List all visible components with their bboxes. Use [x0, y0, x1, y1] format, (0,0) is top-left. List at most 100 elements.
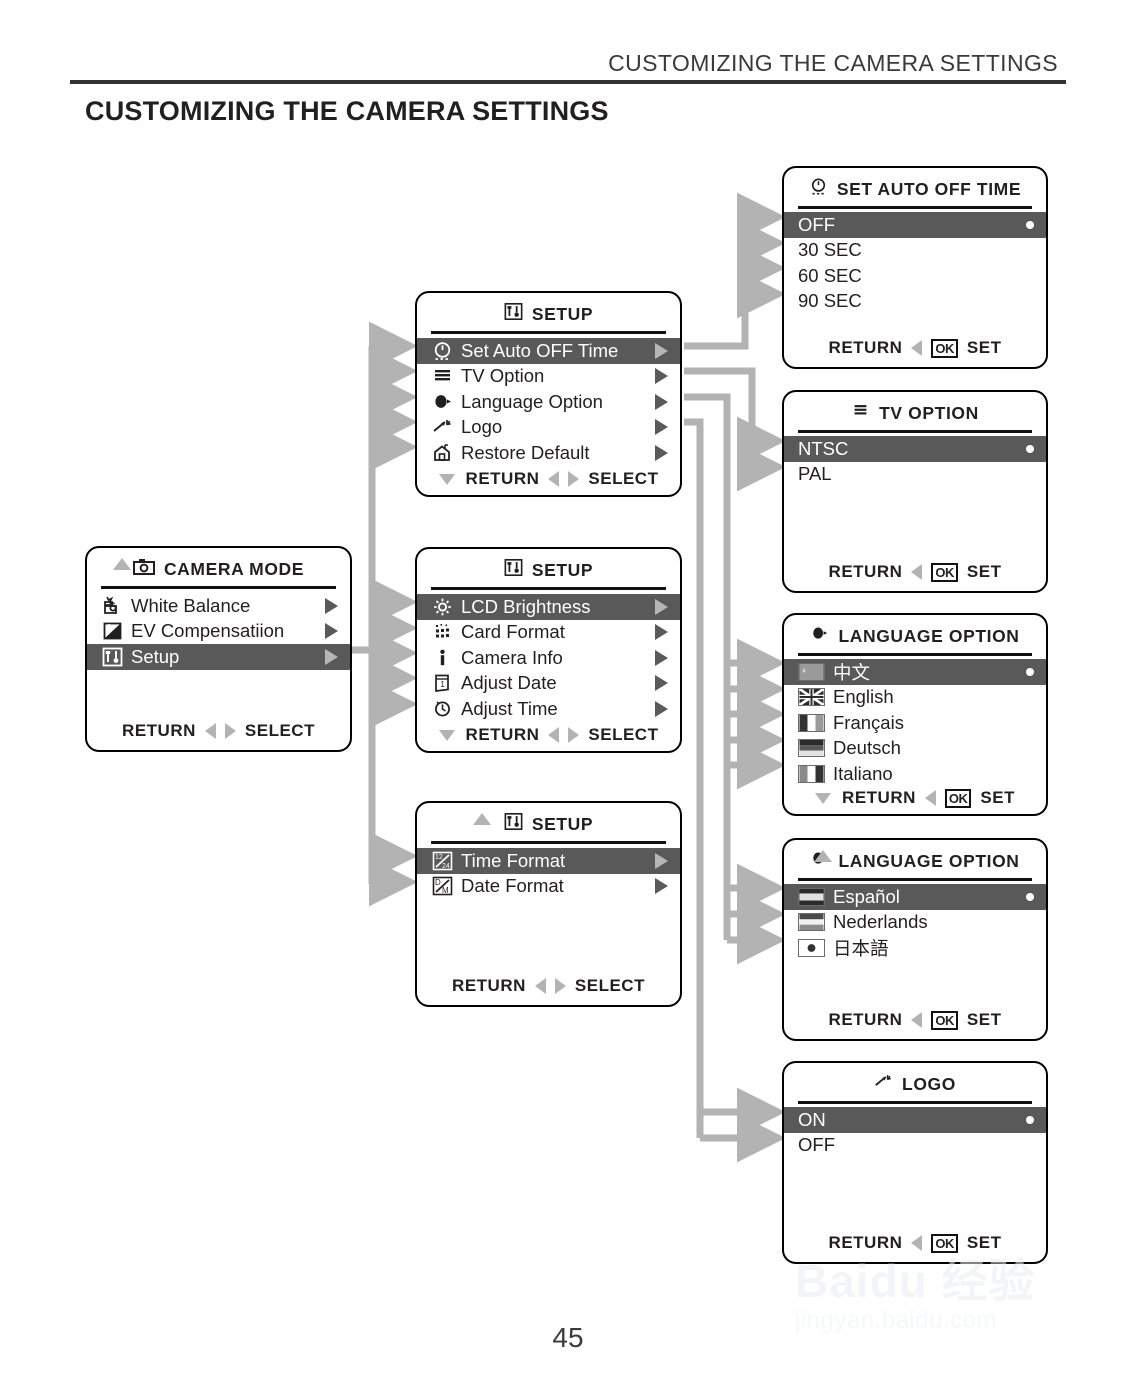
panel-set-auto-off-time[interactable]: SET AUTO OFF TIME OFF 30 SEC 60 SEC 90 S…: [782, 166, 1048, 369]
panel-title-logo: LOGO: [784, 1067, 1046, 1101]
scroll-up-caret-icon: [473, 813, 491, 825]
arrow-right-icon: [568, 471, 580, 487]
menu-row-adjust-date[interactable]: 1 Adjust Date: [417, 671, 680, 697]
arrow-right-icon: [224, 723, 236, 739]
option-row-off[interactable]: OFF: [784, 212, 1046, 238]
option-row-french[interactable]: Français: [784, 710, 1046, 736]
chevron-right-icon: [655, 624, 668, 641]
menu-row-restore-default[interactable]: Restore Default: [417, 440, 680, 466]
footer-return-label: RETURN: [452, 976, 526, 995]
panel-language-option-page2[interactable]: LANGUAGE OPTION Español Nederlands 日本語: [782, 838, 1048, 1041]
svg-text:24: 24: [442, 863, 450, 870]
panel-setup-page2[interactable]: SETUP LCD Brightness: [415, 547, 682, 753]
panel-title-setup3: SETUP: [417, 807, 680, 841]
option-row-italian[interactable]: Italiano: [784, 761, 1046, 787]
option-label: Nederlands: [833, 911, 928, 933]
flag-italy-icon: [798, 764, 833, 783]
chevron-right-icon: [325, 597, 338, 614]
arrow-right-icon: [554, 978, 566, 994]
brightness-sun-icon: [431, 596, 454, 617]
menu-row-logo[interactable]: Logo: [417, 415, 680, 441]
panel-title-camera-mode: CAMERA MODE: [87, 552, 350, 586]
panel-title-setup2: SETUP: [417, 553, 680, 587]
scroll-up-caret-icon: [113, 558, 131, 570]
option-label: ON: [798, 1108, 826, 1130]
option-row-on[interactable]: ON: [784, 1107, 1046, 1133]
clock-auto-off-icon: [431, 340, 454, 361]
option-row-japanese[interactable]: 日本語: [784, 935, 1046, 961]
chevron-right-icon: [325, 623, 338, 640]
footer-select-label: SELECT: [574, 976, 645, 995]
panel-footer-setup1: RETURN SELECT: [417, 469, 680, 489]
menu-row-white-balance[interactable]: White Balance: [87, 593, 350, 619]
menu-row-set-auto-off-time[interactable]: Set Auto OFF Time: [417, 338, 680, 364]
panel-footer-language2: RETURN OK SET: [784, 1010, 1046, 1030]
option-row-chinese[interactable]: 中文: [784, 659, 1046, 685]
option-row-60-sec[interactable]: 60 SEC: [784, 263, 1046, 289]
option-row-ntsc[interactable]: NTSC: [784, 436, 1046, 462]
panel-title-text: SETUP: [531, 559, 594, 580]
menu-row-label: EV Compensatiion: [131, 620, 285, 642]
footer-set-label: SET: [966, 338, 1002, 357]
footer-return-label: RETURN: [828, 562, 903, 581]
panel-logo[interactable]: LOGO ON OFF RETURN OK SET: [782, 1061, 1048, 1264]
panel-setup-page3[interactable]: SETUP 12 24 Time Format D M: [415, 801, 682, 1007]
chevron-right-icon: [655, 878, 668, 895]
menu-row-ev-compensation[interactable]: EV Compensatiion: [87, 619, 350, 645]
option-label: 中文: [833, 661, 871, 683]
panel-footer-auto-off: RETURN OK SET: [784, 338, 1046, 358]
panel-setup-page1[interactable]: SETUP Set Auto OFF Time TV: [415, 291, 682, 497]
title-divider: [798, 1101, 1032, 1104]
menu-row-language-option[interactable]: Language Option: [417, 389, 680, 415]
panel-language-option-page1[interactable]: LANGUAGE OPTION 中文 English: [782, 613, 1048, 816]
date-format-icon: D M: [431, 876, 454, 897]
menu-row-date-format[interactable]: D M Date Format: [417, 874, 680, 900]
menu-row-label: Setup: [131, 645, 180, 667]
chevron-right-icon: [655, 700, 668, 717]
restore-default-icon: [431, 442, 454, 463]
option-label: Français: [833, 711, 904, 733]
arrow-left-icon: [534, 978, 546, 994]
option-row-off[interactable]: OFF: [784, 1133, 1046, 1159]
title-divider: [101, 586, 336, 589]
flag-france-icon: [798, 713, 833, 732]
menu-row-label: Adjust Date: [461, 672, 557, 694]
option-row-dutch[interactable]: Nederlands: [784, 910, 1046, 936]
arrow-left-icon: [911, 340, 923, 356]
menu-row-adjust-time[interactable]: Adjust Time: [417, 696, 680, 722]
panel-title-text: LANGUAGE OPTION: [838, 625, 1020, 646]
svg-text:1: 1: [440, 680, 445, 689]
svg-text:12: 12: [435, 854, 443, 861]
menu-row-time-format[interactable]: 12 24 Time Format: [417, 848, 680, 874]
arrow-left-icon: [548, 727, 560, 743]
menu-row-setup[interactable]: Setup: [87, 644, 350, 670]
panel-camera-mode[interactable]: CAMERA MODE White Balance: [85, 546, 352, 752]
setup-wrench-icon: [504, 812, 523, 836]
arrow-left-icon: [548, 471, 560, 487]
running-header-title: CUSTOMIZING THE CAMERA SETTINGS: [608, 50, 1058, 76]
menu-row-camera-info[interactable]: Camera Info: [417, 645, 680, 671]
chevron-right-icon: [325, 648, 338, 665]
menu-row-label: Language Option: [461, 390, 603, 412]
page-title: CUSTOMIZING THE CAMERA SETTINGS: [85, 96, 609, 126]
panel-title-text: SETUP: [531, 303, 594, 324]
panel-tv-option[interactable]: TV OPTION NTSC PAL RETURN OK SET: [782, 390, 1048, 593]
selected-indicator-dot: [1026, 892, 1034, 901]
arrow-right-icon: [568, 727, 580, 743]
option-row-german[interactable]: Deutsch: [784, 736, 1046, 762]
menu-row-lcd-brightness[interactable]: LCD Brightness: [417, 594, 680, 620]
flag-china-icon: [798, 662, 833, 681]
menu-row-tv-option[interactable]: TV Option: [417, 364, 680, 390]
option-row-spanish[interactable]: Español: [784, 884, 1046, 910]
chevron-right-icon: [655, 444, 668, 461]
option-row-90-sec[interactable]: 90 SEC: [784, 289, 1046, 315]
option-row-pal[interactable]: PAL: [784, 462, 1046, 488]
panel-title-text: SET AUTO OFF TIME: [836, 178, 1022, 199]
arrow-left-icon: [204, 723, 216, 739]
option-row-english[interactable]: English: [784, 685, 1046, 711]
option-row-30-sec[interactable]: 30 SEC: [784, 238, 1046, 264]
card-format-icon: [431, 622, 454, 643]
menu-row-card-format[interactable]: Card Format: [417, 620, 680, 646]
logo-sparkle-icon: [874, 1072, 893, 1096]
